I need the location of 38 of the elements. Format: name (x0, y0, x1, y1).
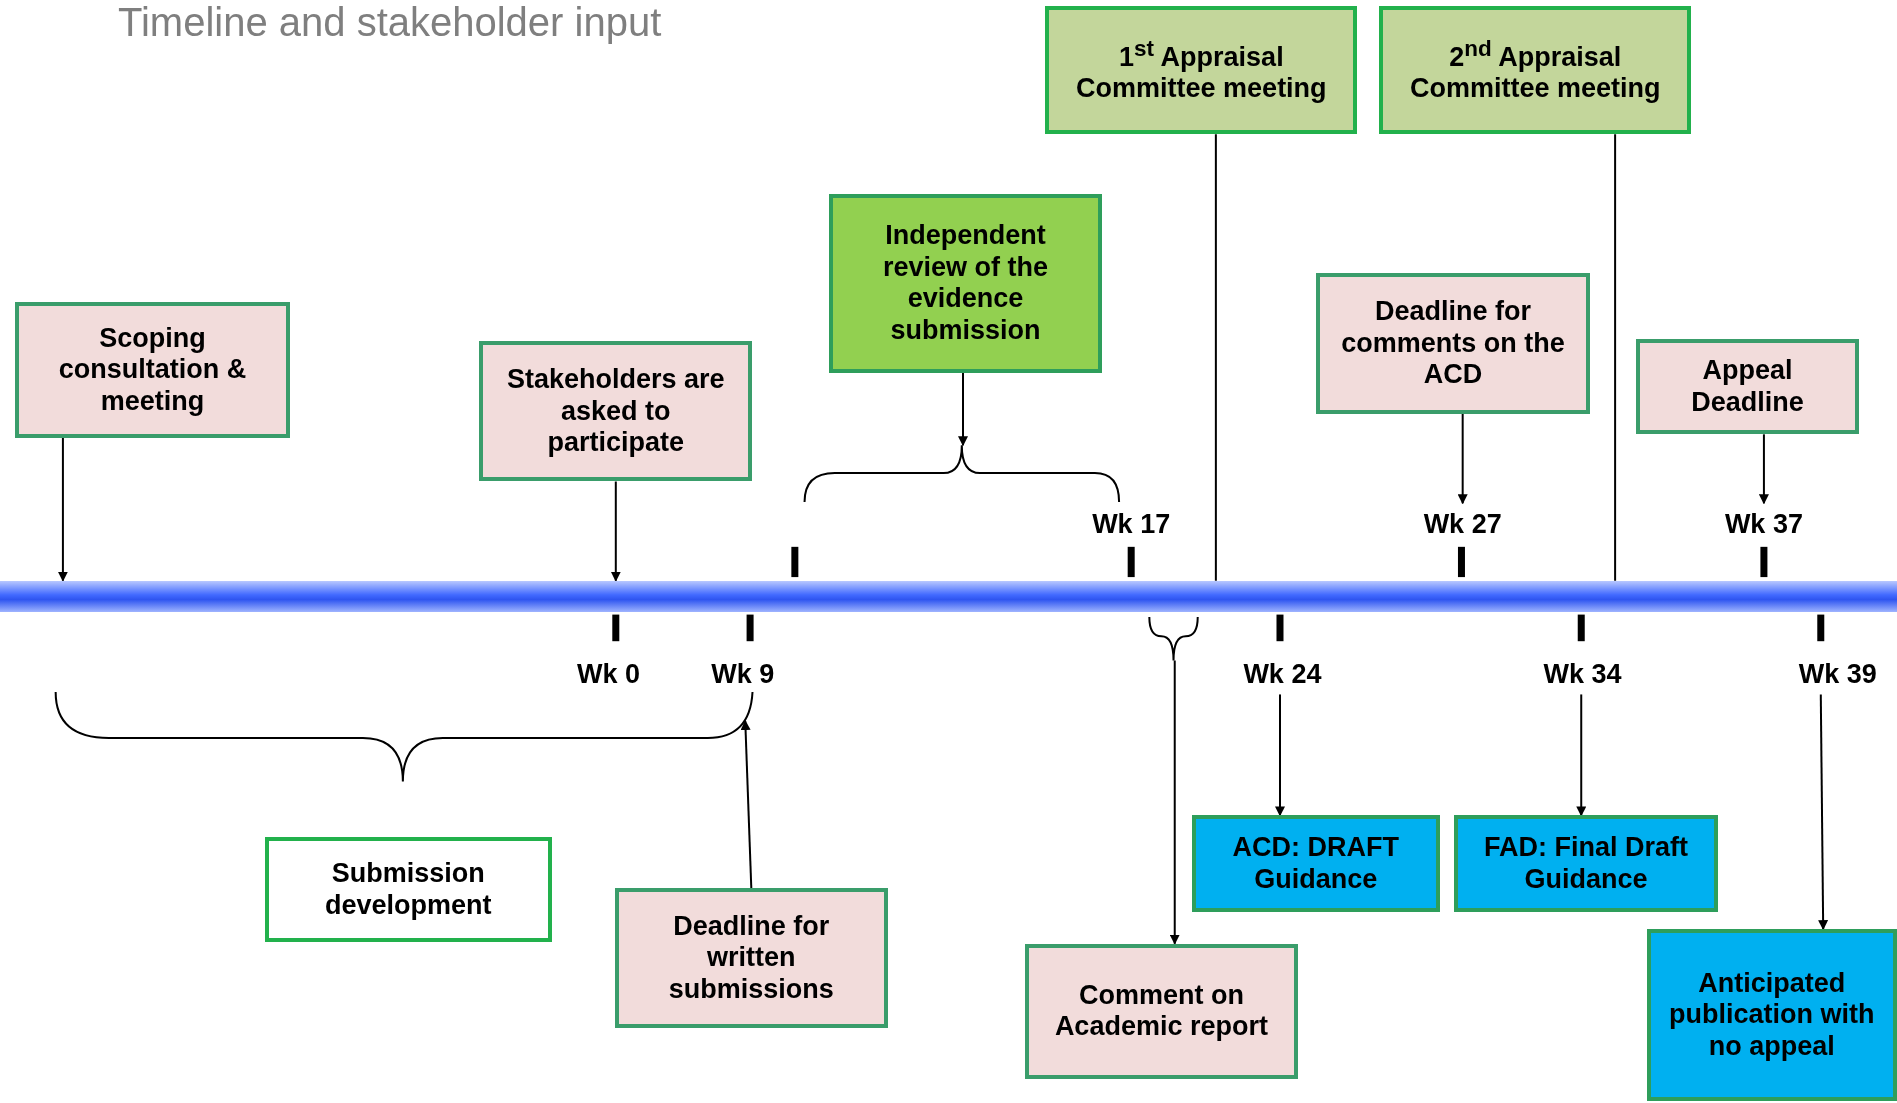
arrow (1457, 412, 1468, 505)
process-box: Scoping consultation & meeting (14, 302, 291, 438)
arrow (610, 480, 621, 582)
arrow (57, 436, 68, 582)
curly-brace (54, 691, 754, 783)
week-label: Wk 9 (694, 658, 792, 691)
process-box: Submission development (264, 837, 552, 943)
process-box: Stakeholders are asked to participate (479, 341, 753, 482)
arrow (1758, 433, 1769, 505)
curly-brace (803, 444, 1121, 504)
arrow (740, 720, 753, 889)
week-label: Wk 34 (1534, 658, 1631, 691)
process-box: Appeal Deadline (1635, 338, 1860, 435)
process-box: Deadline for comments on the ACD (1316, 273, 1590, 414)
arrow (1275, 693, 1285, 817)
arrow (1576, 693, 1587, 817)
week-label: Wk 24 (1234, 658, 1331, 691)
connector-line (1614, 133, 1617, 582)
process-box: Anticipated publication with no appeal (1646, 929, 1897, 1101)
process-box: Comment on Academic report (1024, 943, 1299, 1080)
connector-line (1214, 133, 1217, 582)
timeline-bar (0, 580, 1897, 613)
diagram-title: Timeline and stakeholder input (118, 0, 662, 45)
process-box: FAD: Final Draft Guidance (1454, 815, 1718, 913)
curly-brace (1148, 616, 1199, 662)
process-box: ACD: DRAFT Guidance (1191, 815, 1440, 913)
arrow (1169, 659, 1180, 945)
week-label: Wk 27 (1414, 508, 1512, 541)
process-box: 2$^{nd}$ Appraisal Committee meeting (1379, 6, 1692, 135)
process-box: Independent review of the evidence submission (828, 193, 1103, 373)
arrow (958, 371, 968, 447)
process-box: Deadline for written submissions (614, 888, 888, 1029)
process-box: 1$^{st}$ Appraisal Committee meeting (1045, 6, 1358, 135)
week-label: Wk 37 (1715, 508, 1813, 541)
week-label: Wk 0 (560, 658, 657, 691)
week-label: Wk 17 (1082, 508, 1180, 541)
week-label: Wk 39 (1789, 658, 1887, 691)
arrow (1818, 693, 1829, 931)
